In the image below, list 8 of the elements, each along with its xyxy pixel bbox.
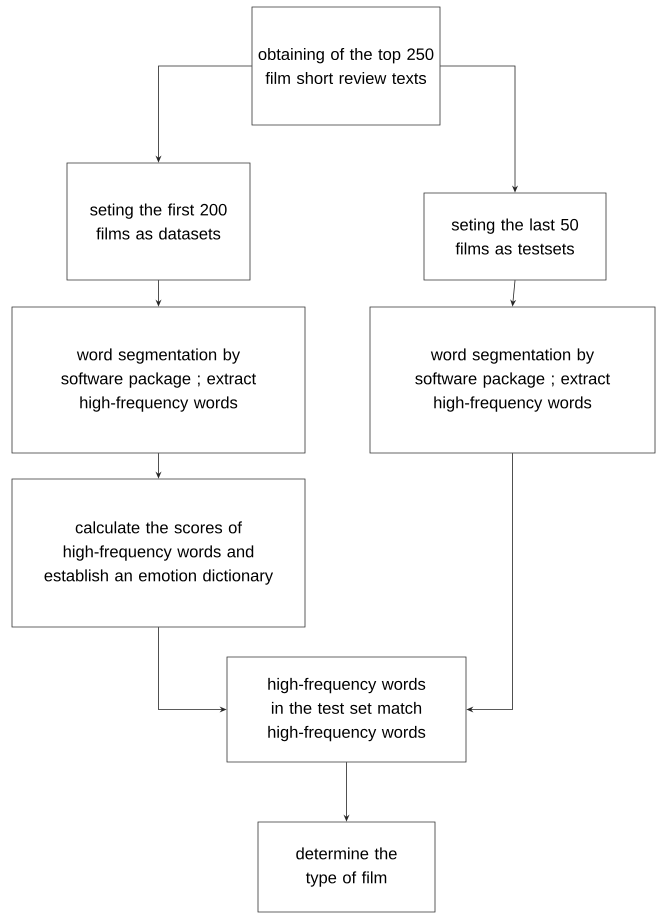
- process-box: determine the type of film: [258, 822, 436, 912]
- process-box: calculate the scores of high-frequency words and establish an emotion dictionary: [12, 478, 306, 628]
- process-box: seting the first 200 films as datasets: [66, 162, 250, 280]
- process-box: seting the last 50 films as testsets: [424, 192, 606, 280]
- process-box: high-frequency words in the test set match high-frequency words: [226, 656, 466, 762]
- process-box: word segmentation by software package ; extract high-frequency words: [12, 306, 306, 454]
- process-box: word segmentation by software package ; extract high-frequency words: [370, 306, 656, 454]
- process-box: obtaining of the top 250 film short review texts: [252, 6, 440, 126]
